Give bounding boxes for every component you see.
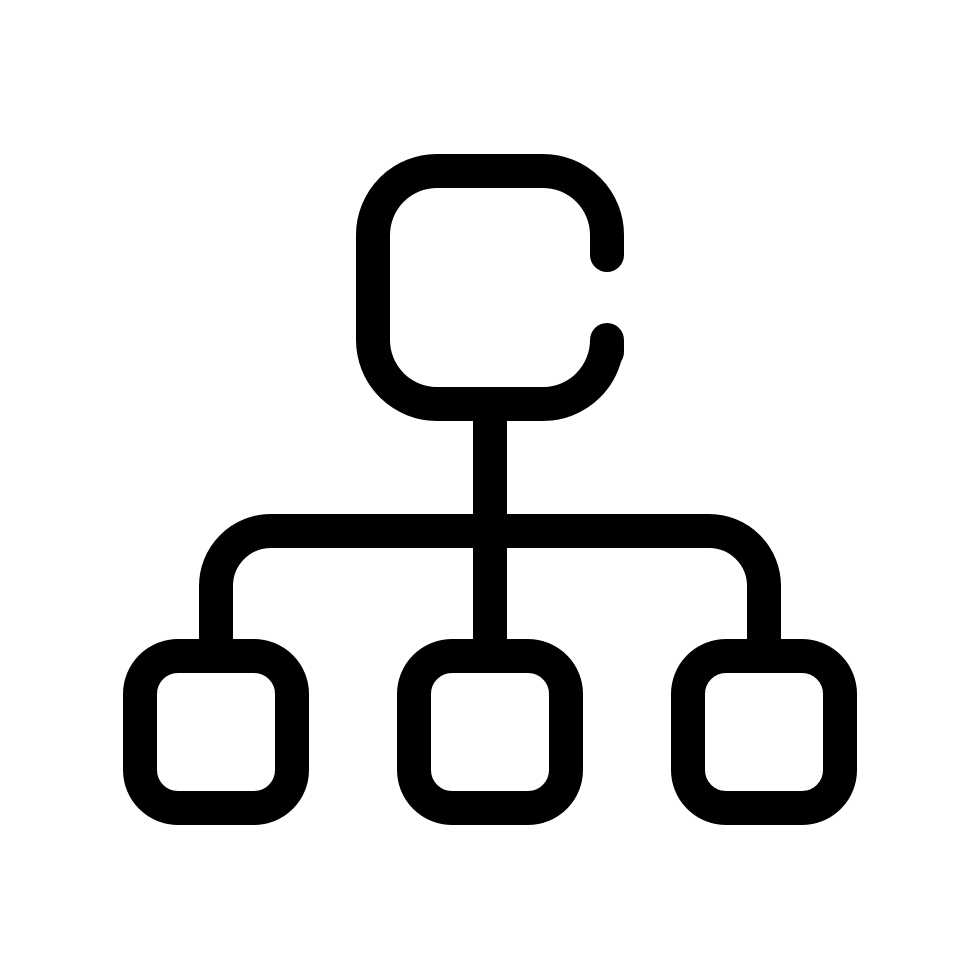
child-node-left xyxy=(123,639,309,825)
branch-connector xyxy=(199,514,781,673)
child-node-right xyxy=(671,639,857,825)
top-node-shape xyxy=(356,154,624,421)
child-node-center xyxy=(397,639,583,825)
